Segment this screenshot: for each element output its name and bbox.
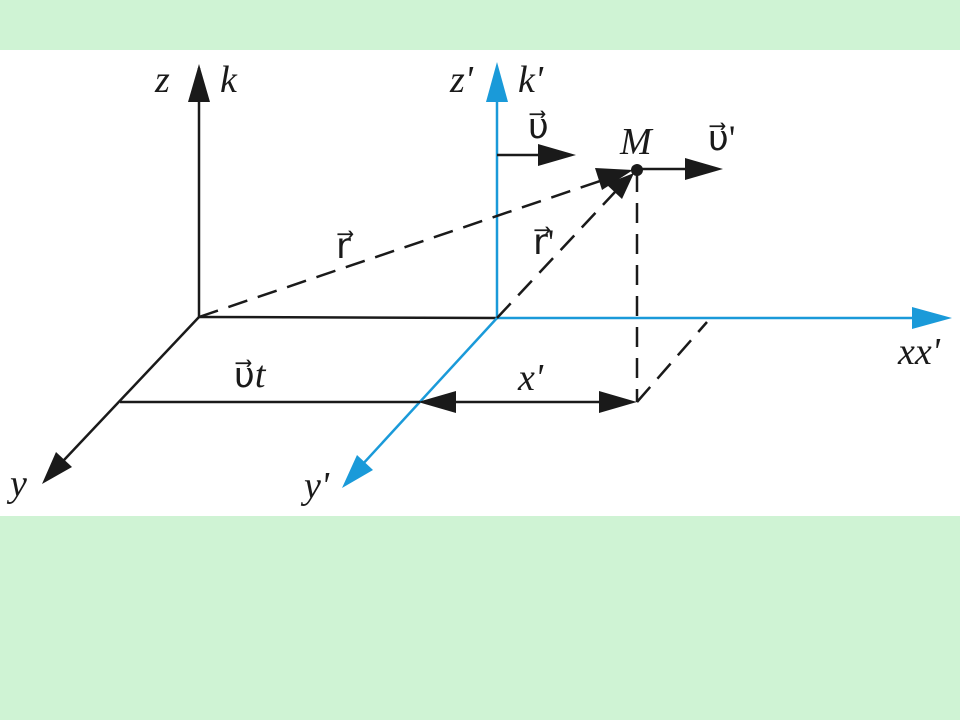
label-frame-velocity: υ⃗ (528, 106, 549, 146)
label-r-prime: r⃗' (533, 222, 554, 262)
label-k-prime: k' (518, 59, 544, 101)
label-k: k (220, 59, 238, 101)
diagonal-projection (636, 321, 708, 403)
label-z-prime: z' (449, 59, 474, 101)
position-vector-r-prime-arrowhead (606, 173, 634, 199)
label-y-prime: y' (300, 465, 330, 507)
x-prime-axis-arrowhead (912, 307, 952, 329)
z-prime-axis-arrowhead (486, 62, 508, 102)
frame-velocity-arrowhead (538, 144, 576, 166)
frame-k-prime (342, 62, 952, 488)
y-prime-axis (349, 317, 498, 479)
label-vt-v: υ⃗ (234, 355, 255, 395)
label-xx-prime: xx' (897, 331, 941, 373)
frame-k (42, 64, 499, 484)
label-point-velocity: υ⃗' (708, 118, 735, 158)
x-prime-left-arrowhead (418, 391, 456, 413)
point-velocity-arrowhead (685, 158, 723, 180)
point-M (631, 164, 643, 176)
label-vt: υ⃗t (234, 354, 267, 396)
label-y: y (6, 463, 27, 505)
x-prime-right-arrowhead (599, 391, 637, 413)
label-M: M (619, 121, 654, 163)
z-axis-arrowhead (188, 64, 210, 102)
position-vector-r (198, 179, 601, 319)
position-vector-r-arrowhead (595, 168, 633, 190)
label-z: z (154, 59, 170, 101)
diagram-panel (0, 50, 960, 516)
y-axis (47, 316, 200, 478)
position-vector-r-prime (496, 191, 616, 319)
label-r: r⃗ (336, 226, 354, 266)
x-axis-segment (198, 315, 499, 320)
y-axis-arrowhead (42, 452, 72, 484)
label-vt-t: t (255, 354, 267, 396)
label-x-prime: x' (517, 357, 544, 399)
y-prime-axis-arrowhead (342, 455, 373, 488)
